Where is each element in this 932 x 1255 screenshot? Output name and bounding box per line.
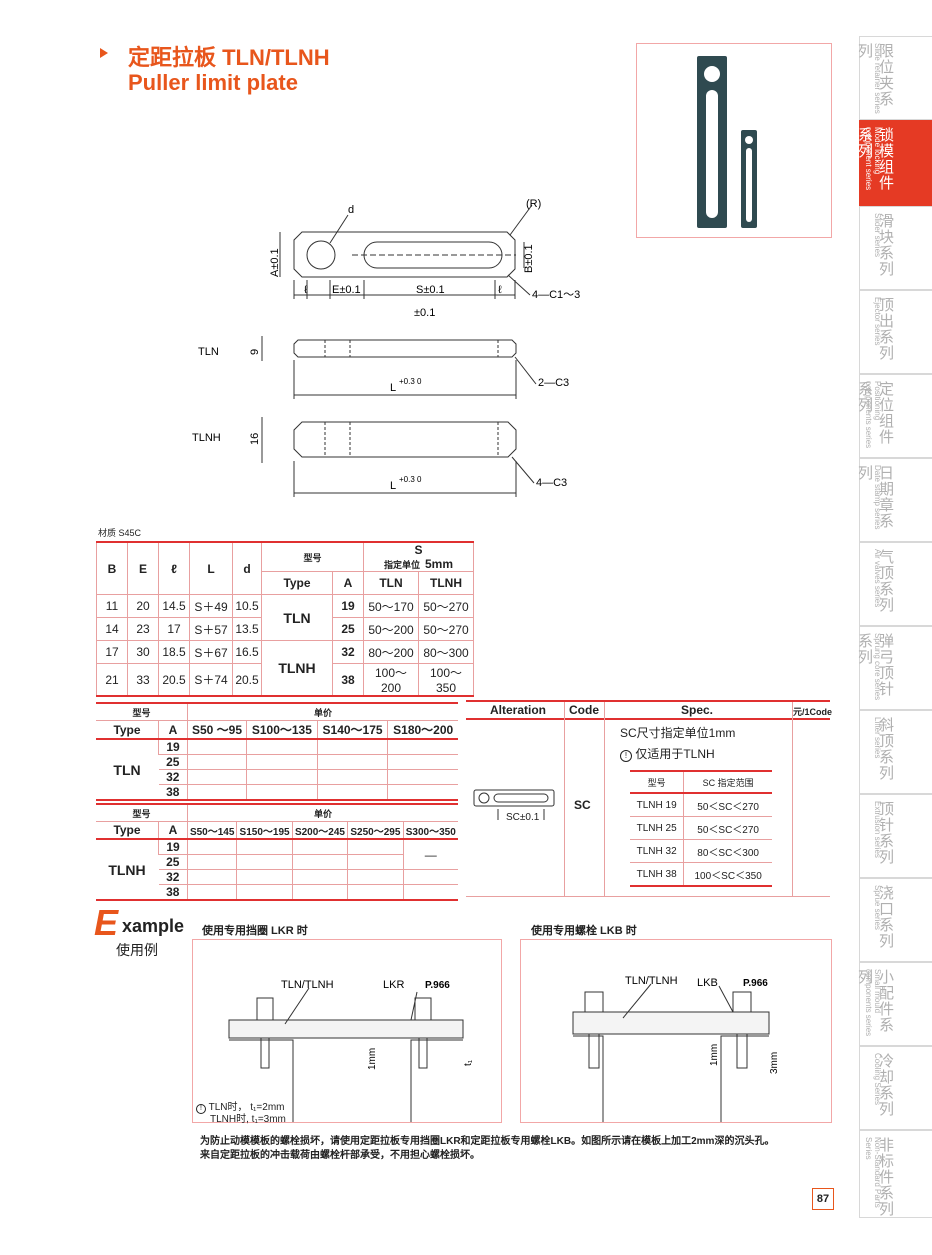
spec-line1: SC尺寸指定单位1mm: [620, 726, 736, 740]
label-chamfer-top: 4—C1～3: [532, 289, 580, 301]
label-l1: ℓ: [304, 284, 308, 296]
example-left-title: 使用专用挡圈 LKR 时: [202, 925, 308, 937]
ex-right-3mm: 3mm: [769, 1052, 780, 1074]
label-c4: 4—C3: [536, 477, 567, 489]
page-subtitle: Puller limit plate: [128, 70, 298, 95]
spec-line2: ! 仅适用于TLNH: [620, 745, 715, 762]
ex-left-t: t₁: [463, 1059, 474, 1066]
label-s: S±0.1: [416, 284, 445, 296]
example-right-title: 使用专用螺栓 LKB 时: [531, 925, 637, 937]
example-right-box: TLN/TLNH LKB P.966 1mm 3mm: [520, 939, 832, 1123]
label-l2: ℓ: [498, 284, 502, 296]
note-icon: !: [620, 750, 632, 762]
label-l-tol-tlnh: +0.3 0: [399, 475, 422, 484]
page-title: 定距拉板 TLN/TLNH: [128, 45, 330, 70]
label-tol: ±0.1: [414, 307, 435, 319]
label-16: 16: [249, 433, 261, 445]
ex-right-ref: LKB: [697, 977, 718, 989]
ex-note1: ! TLN时， t₁=2mm: [196, 1098, 285, 1114]
ex-right-part: TLN/TLNH: [625, 975, 678, 987]
ex-note2: TLNH时, t₁=3mm: [210, 1114, 286, 1125]
alteration-table: Alteration Code Spec. 元/1Code SC±0.1 SC …: [466, 700, 832, 897]
label-r: (R): [526, 198, 541, 210]
note-icon: !: [196, 1104, 206, 1114]
technical-drawing: d (R) A±0.1 B±0.1 ℓ E±0.1 S±0.1 ℓ ±0.1 4…: [192, 198, 580, 497]
product-photo: [636, 43, 832, 238]
example-cn: 使用例: [116, 942, 158, 958]
ex-left-ref: LKR: [383, 979, 404, 991]
ex-right-page: P.966: [743, 978, 768, 989]
material-label: 材质 S45C: [98, 528, 142, 538]
example-title: xample: [122, 916, 185, 936]
ex-right-1mm: 1mm: [709, 1044, 720, 1066]
label-e: E±0.1: [332, 284, 361, 296]
puller-plate-image: [697, 56, 757, 228]
title-arrow-icon: [100, 48, 108, 58]
example-left-box: TLN/TLNH LKR P.966 1mm t₁: [192, 939, 502, 1123]
label-tln: TLN: [198, 346, 219, 358]
example-left-drawing: TLN/TLNH LKR P.966 1mm t₁: [228, 979, 474, 1122]
label-d: d: [348, 204, 354, 216]
label-b: B±0.1: [523, 244, 535, 273]
example-e: E: [94, 902, 119, 943]
page-number: 87: [812, 1188, 834, 1210]
example-right-drawing: TLN/TLNH LKB P.966 1mm 3mm: [572, 975, 780, 1122]
footer-note-2: 来自定距拉板的冲击载荷由螺栓杆部承受，不用担心螺栓损坏。: [200, 1150, 480, 1161]
footer-note-1: 为防止动模模板的螺栓损坏，请使用定距拉板专用挡圈LKR和定距拉板专用螺栓LKB。…: [200, 1136, 775, 1147]
label-a: A±0.1: [269, 248, 281, 277]
label-c2: 2—C3: [538, 377, 569, 389]
sc-diagram: [473, 789, 555, 820]
label-l-tln: L: [390, 382, 396, 394]
code-sc: SC: [574, 798, 591, 812]
label-9: 9: [249, 349, 261, 355]
ex-left-1mm: 1mm: [367, 1048, 378, 1070]
ex-left-page: P.966: [425, 980, 450, 991]
label-l-tlnh: L: [390, 480, 396, 492]
sc-label: SC±0.1: [506, 812, 540, 823]
ex-left-part: TLN/TLNH: [281, 979, 334, 991]
label-tlnh: TLNH: [192, 432, 221, 444]
label-l-tol-tln: +0.3 0: [399, 377, 422, 386]
